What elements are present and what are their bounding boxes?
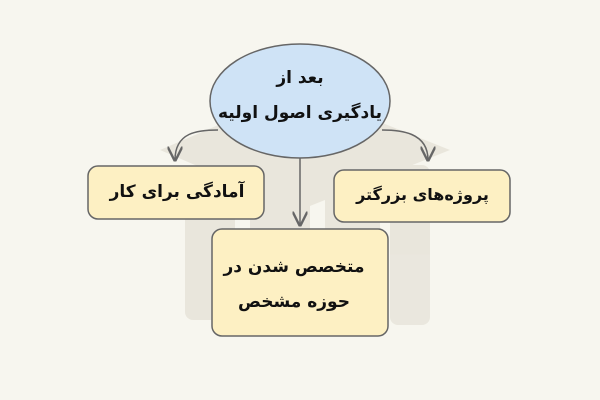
connector-to-right — [381, 129, 428, 160]
root-node-line-1: بعد از — [276, 68, 324, 88]
node-left — [87, 165, 265, 220]
node-bottom-line-2: حوزه مشخص — [238, 292, 350, 312]
node-right — [333, 169, 511, 223]
node-bottom — [211, 228, 389, 337]
connector-to-left — [175, 129, 219, 160]
node-right-label: پروژه‌های بزرگتر — [356, 185, 489, 204]
node-left-label: آمادگی برای کار — [109, 182, 245, 202]
root-node — [209, 43, 391, 159]
root-node-line-2: یادگیری اصول اولیه — [218, 103, 382, 123]
node-bottom-line-1: متخصص شدن در — [223, 257, 365, 277]
